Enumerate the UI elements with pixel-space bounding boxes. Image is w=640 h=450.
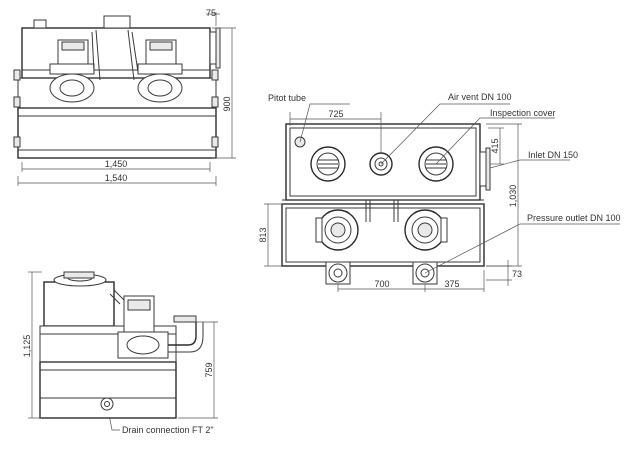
label-drain-connection: Drain connection FT 2ʺ	[122, 425, 214, 435]
label-pressure-outlet: Pressure outlet DN 100	[527, 213, 621, 223]
side-discharge-pipe	[168, 322, 197, 346]
front-pump-right	[127, 29, 183, 103]
drain-connection-marker	[100, 397, 114, 411]
top-pump-left	[315, 209, 359, 251]
dim-1450: 1,450	[105, 159, 128, 169]
label-inlet: Inlet DN 150	[528, 150, 578, 160]
pressure-outlet-left	[325, 261, 351, 285]
label-pitot-tube: Pitot tube	[268, 93, 306, 103]
top-pump-right	[404, 209, 448, 251]
dim-725: 725	[328, 109, 343, 119]
dim-1030: 1,030	[508, 185, 518, 208]
dim-900: 900	[222, 96, 232, 111]
side-upper-tank	[43, 281, 115, 327]
top-view: 725 415 1,030 813 700 375 73	[258, 109, 522, 292]
side-view: 1,125 759	[22, 271, 218, 419]
label-air-vent: Air vent DN 100	[448, 92, 512, 102]
leader-lines	[106, 103, 620, 431]
dim-375: 375	[444, 279, 459, 289]
dim-813: 813	[258, 227, 268, 242]
dim-75: 75	[206, 8, 216, 18]
label-inspection-cover: Inspection cover	[490, 108, 556, 118]
dim-759: 759	[204, 362, 214, 377]
dim-1540: 1,540	[105, 173, 128, 183]
side-pump	[109, 289, 169, 359]
front-pump-left	[49, 29, 101, 103]
front-view: 1,450 1,540 900 75	[13, 8, 236, 186]
inlet-flange	[479, 151, 487, 187]
dim-1125: 1,125	[22, 335, 32, 358]
dim-415: 415	[490, 138, 500, 153]
dim-700: 700	[374, 279, 389, 289]
dim-73: 73	[512, 269, 522, 279]
top-lower-tank	[281, 203, 485, 267]
inspection-cover-left	[310, 146, 346, 182]
